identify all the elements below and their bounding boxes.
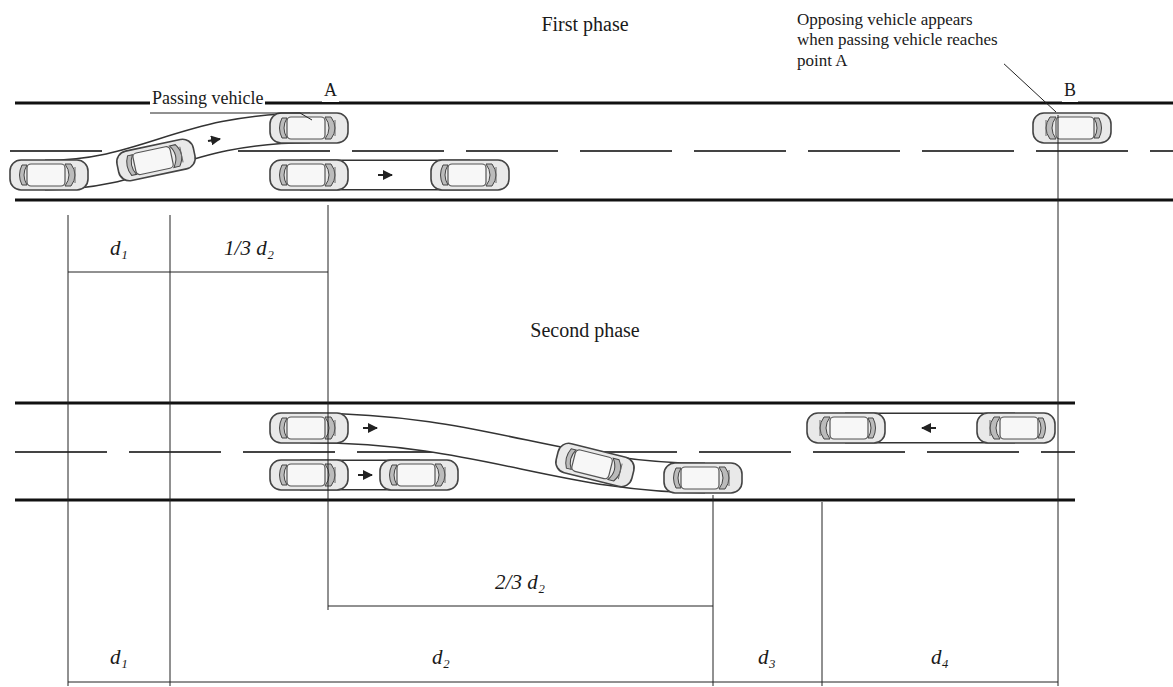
phase-title: First phase [539, 12, 630, 36]
direction-arrow [363, 427, 377, 429]
point-label: A [322, 80, 339, 102]
direction-arrow [358, 474, 372, 476]
car [807, 413, 885, 443]
direction-arrow [208, 139, 220, 141]
car [10, 160, 88, 190]
dimension-label: d₄ [929, 645, 951, 670]
direction-arrow [922, 427, 936, 429]
car [554, 441, 637, 489]
car [431, 160, 509, 190]
direction-arrow [378, 174, 392, 176]
dimension-label: 2/3 d₂ [493, 570, 547, 595]
dimension-label: d₂ [430, 645, 452, 670]
phase-title: Second phase [528, 318, 641, 342]
dimension-label: d₁ [108, 236, 130, 261]
car [115, 137, 198, 183]
point-label: B [1062, 80, 1078, 102]
dimension-label: d₁ [108, 645, 130, 670]
car [1033, 113, 1111, 143]
callout-text: Opposing vehicle appears when passing ve… [795, 10, 1004, 71]
dimension-label: d₃ [756, 645, 778, 670]
car [270, 460, 348, 490]
car [270, 113, 348, 143]
car [977, 413, 1055, 443]
car [380, 460, 458, 490]
car [270, 413, 348, 443]
dimension-label: 1/3 d₂ [222, 236, 276, 261]
car [270, 160, 348, 190]
callout-text: Passing vehicle [150, 88, 265, 110]
car [664, 463, 742, 493]
